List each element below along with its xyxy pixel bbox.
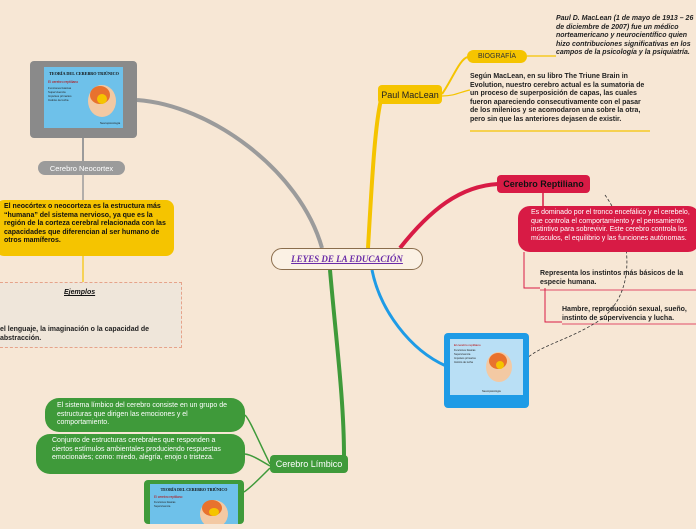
biografia-text[interactable]: Paul D. MacLean (1 de mayo de 1913 – 26 … bbox=[556, 15, 694, 57]
maclean-theory-text[interactable]: Según MacLean, en su libro The Triune Br… bbox=[470, 73, 645, 123]
thumbnail-footer: Neuropsicología bbox=[482, 389, 501, 393]
central-topic[interactable]: LEYES DE LA EDUCACIÓN bbox=[271, 248, 423, 270]
brain-slide-image: El cerebro reptiliano Funciones básicas … bbox=[450, 339, 523, 395]
topic-cerebro-neocortex[interactable]: Cerebro Neocortex bbox=[38, 161, 125, 175]
thumbnail-line: Impulsos primarios bbox=[48, 94, 72, 98]
thumbnail-title: TEORÍA DEL CEREBRO TRIÚNICO bbox=[161, 487, 228, 492]
branch-maclean bbox=[366, 95, 384, 249]
topic-biografia[interactable]: BIOGRAFÍA bbox=[467, 50, 527, 63]
branch-neocortex bbox=[136, 98, 324, 249]
thumbnail-line: Funciones básicas bbox=[154, 500, 176, 504]
reptiliano-detail-instintos[interactable]: Representa los instintos más básicos de … bbox=[540, 270, 684, 286]
branch-reptiliano bbox=[398, 182, 499, 250]
brain-slide-image: TEORÍA DEL CEREBRO TRIÚNICO El cerebro r… bbox=[150, 484, 238, 528]
image-neocortex-thumbnail[interactable]: TEORÍA DEL CEREBRO TRIÚNICO El cerebro r… bbox=[30, 61, 137, 138]
brain-slide-image: TEORÍA DEL CEREBRO TRIÚNICO El cerebro r… bbox=[44, 67, 123, 128]
image-limbico-thumbnail[interactable]: TEORÍA DEL CEREBRO TRIÚNICO El cerebro r… bbox=[144, 480, 244, 528]
ejemplos-title[interactable]: Ejemplos bbox=[64, 289, 96, 296]
thumbnail-title: TEORÍA DEL CEREBRO TRIÚNICO bbox=[49, 71, 120, 76]
thumbnail-line: Supervivencia bbox=[454, 352, 471, 356]
topic-cerebro-limbico[interactable]: Cerebro Límbico bbox=[270, 455, 348, 473]
branch-image bbox=[370, 269, 447, 368]
topic-biografia-label: BIOGRAFÍA bbox=[477, 53, 517, 60]
limbico-text-sistema[interactable]: El sistema límbico del cerebro consiste … bbox=[45, 398, 245, 432]
ejemplos-box bbox=[0, 282, 182, 348]
topic-paul-maclean-label: Paul MacLean bbox=[381, 89, 439, 100]
thumbnail-subtitle: El cerebro reptiliano bbox=[454, 343, 481, 347]
topic-paul-maclean[interactable]: Paul MacLean bbox=[378, 85, 442, 104]
image-reptiliano-thumbnail[interactable]: El cerebro reptiliano Funciones básicas … bbox=[444, 333, 529, 408]
thumbnail-subtitle: El cerebro reptiliano bbox=[154, 495, 183, 499]
topic-cerebro-limbico-label: Cerebro Límbico bbox=[275, 459, 343, 469]
topic-cerebro-reptiliano-label: Cerebro Reptiliano bbox=[503, 179, 584, 189]
central-topic-label: LEYES DE LA EDUCACIÓN bbox=[291, 254, 403, 264]
thumbnail-line: Supervivencia bbox=[48, 90, 66, 94]
reptiliano-description[interactable]: Es dominado por el tronco encefálico y e… bbox=[518, 206, 696, 252]
thumbnail-line: Funciones básicas bbox=[454, 348, 476, 352]
thumbnail-line: Instinto de lucha bbox=[48, 98, 69, 102]
limbico-text-conjunto[interactable]: Conjunto de estructuras cerebrales que r… bbox=[36, 434, 245, 474]
topic-cerebro-neocortex-label: Cerebro Neocortex bbox=[49, 163, 114, 173]
thumbnail-line: Impulsos primarios bbox=[454, 356, 476, 360]
branch-limbico bbox=[328, 269, 346, 457]
thumbnail-footer: Neuropsicología bbox=[100, 121, 121, 125]
reptiliano-detail-hambre[interactable]: Hambre, reproducción sexual, sueño, inst… bbox=[562, 306, 687, 322]
ejemplos-text[interactable]: el lenguaje, la imaginación o la capacid… bbox=[0, 326, 149, 342]
thumbnail-line: Funciones básicas bbox=[48, 86, 72, 90]
thumbnail-line: Instinto de lucha bbox=[454, 360, 473, 364]
thumbnail-subtitle: El cerebro reptiliano bbox=[48, 80, 78, 84]
thumbnail-line: Supervivencia bbox=[154, 504, 171, 508]
neocortex-description[interactable]: El neocórtex o neocorteza es la estructu… bbox=[0, 200, 174, 256]
topic-cerebro-reptiliano[interactable]: Cerebro Reptiliano bbox=[497, 175, 590, 193]
